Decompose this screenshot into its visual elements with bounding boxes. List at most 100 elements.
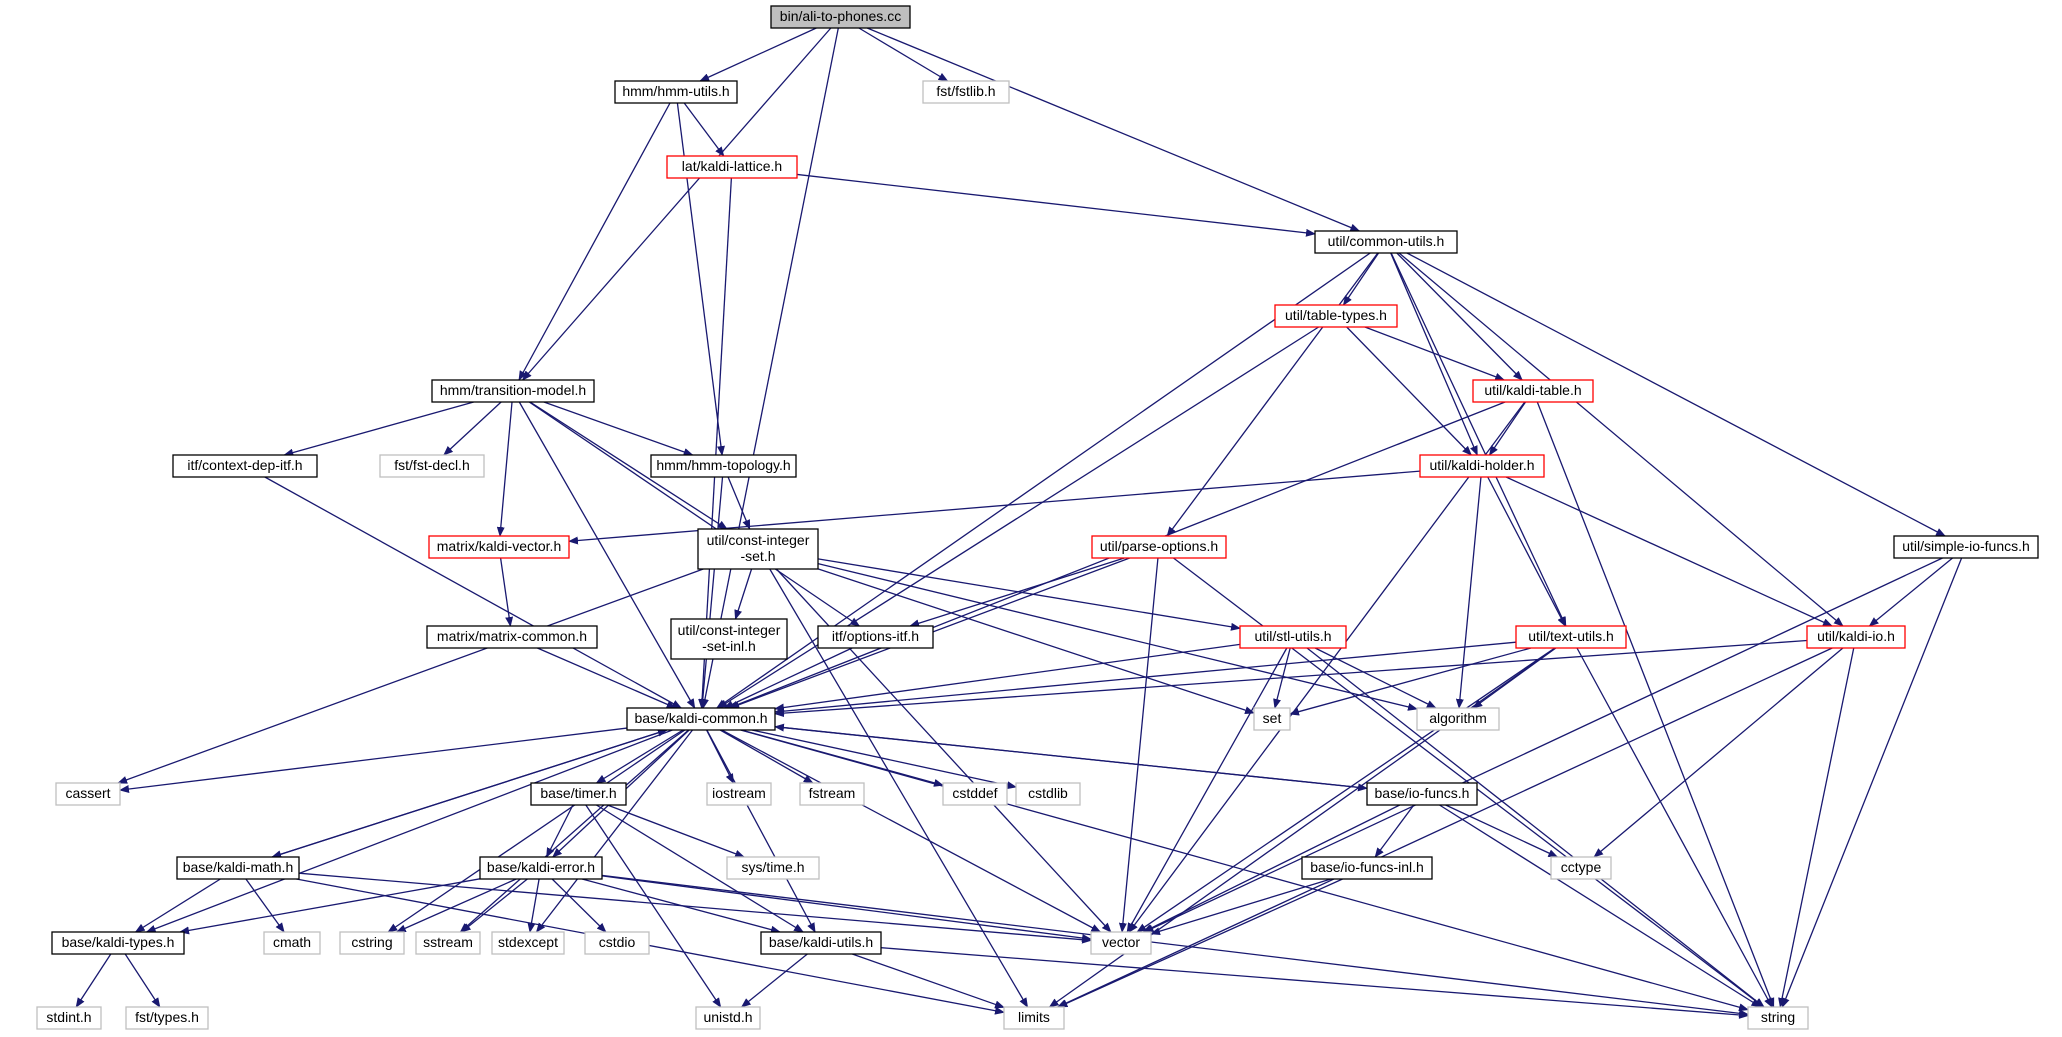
edge-kalditypes-to-stdint — [75, 953, 112, 1008]
node-cstring[interactable]: cstring — [339, 931, 405, 955]
node-latkaldi[interactable]: lat/kaldi-lattice.h — [666, 155, 798, 179]
edge-kaldiio-to-limits — [1056, 647, 1833, 1008]
node-hmmutils[interactable]: hmm/hmm-utils.h — [614, 80, 738, 104]
node-string[interactable]: string — [1747, 1006, 1809, 1030]
edge-textutils-to-kaldicommon — [774, 641, 1517, 716]
edge-kalditable-to-kaldiholder — [1488, 401, 1527, 456]
node-iofuncsinl[interactable]: base/io-funcs-inl.h — [1301, 856, 1433, 880]
node-unistd[interactable]: unistd.h — [695, 1006, 761, 1030]
node-box — [695, 1006, 761, 1030]
node-algorithm[interactable]: algorithm — [1416, 707, 1500, 731]
node-box — [415, 931, 481, 955]
node-box — [1419, 454, 1545, 478]
node-kaldiutils[interactable]: base/kaldi-utils.h — [760, 931, 882, 955]
node-parseopts[interactable]: util/parse-options.h — [1091, 535, 1227, 559]
node-set[interactable]: set — [1253, 707, 1291, 731]
edge-kaldiholder-to-kaldivector — [568, 470, 1421, 545]
node-fsttypes[interactable]: fst/types.h — [125, 1006, 209, 1030]
node-label: sstream — [423, 934, 473, 950]
node-vector[interactable]: vector — [1090, 931, 1152, 955]
edge-commonutils-to-kalditable — [1396, 252, 1523, 381]
node-constintsetinl[interactable]: util/const-integer-set-inl.h — [670, 618, 788, 660]
node-kalditypes[interactable]: base/kaldi-types.h — [51, 931, 185, 955]
node-box — [706, 782, 772, 806]
node-box — [1003, 1006, 1065, 1030]
edge-kaldimath-to-vector — [298, 872, 1092, 944]
node-stdint[interactable]: stdint.h — [36, 1006, 102, 1030]
node-box — [339, 931, 405, 955]
edge-constintset-to-constintsetinl — [734, 568, 753, 620]
edge-constintset-to-limits — [769, 568, 1029, 1008]
node-cstdlib[interactable]: cstdlib — [1015, 782, 1081, 806]
node-kalditable[interactable]: util/kaldi-table.h — [1472, 379, 1594, 403]
node-label: fst/types.h — [135, 1009, 199, 1025]
edge-kaldicommon-to-fstream — [719, 729, 814, 784]
node-cstdio[interactable]: cstdio — [584, 931, 650, 955]
node-commonutils[interactable]: util/common-utils.h — [1314, 230, 1458, 254]
node-label: util/stl-utils.h — [1254, 628, 1331, 644]
node-label: base/timer.h — [540, 785, 616, 801]
node-box — [697, 528, 819, 570]
node-matrixcommon[interactable]: matrix/matrix-common.h — [426, 625, 598, 649]
node-cmath[interactable]: cmath — [263, 931, 321, 955]
node-simpleio[interactable]: util/simple-io-funcs.h — [1893, 535, 2039, 559]
node-kaldierror[interactable]: base/kaldi-error.h — [479, 856, 603, 880]
edge-ctxdep-to-kaldicommon — [264, 476, 683, 709]
edge-iofuncsinl-to-vector — [1150, 878, 1332, 936]
edge-kaldicommon-to-sstream — [459, 729, 690, 933]
node-label: util/text-utils.h — [1528, 628, 1614, 644]
node-sstream[interactable]: sstream — [415, 931, 481, 955]
node-stlutils[interactable]: util/stl-utils.h — [1239, 625, 1347, 649]
edge-parseopts-to-vector — [1118, 557, 1159, 933]
node-label: vector — [1102, 934, 1140, 950]
node-kaldiholder[interactable]: util/kaldi-holder.h — [1419, 454, 1545, 478]
node-hmmtopo[interactable]: hmm/hmm-topology.h — [650, 454, 797, 478]
edge-kaldimath-to-kalditypes — [134, 878, 221, 933]
edge-kaldierror-to-kaldiutils — [581, 878, 781, 934]
node-ali[interactable]: bin/ali-to-phones.cc — [770, 5, 911, 29]
node-tabletypes[interactable]: util/table-types.h — [1274, 304, 1398, 328]
node-kaldivector[interactable]: matrix/kaldi-vector.h — [428, 535, 570, 559]
node-label: fst/fst-decl.h — [394, 457, 469, 473]
node-box — [36, 1006, 102, 1030]
node-optionsitf[interactable]: itf/options-itf.h — [817, 625, 934, 649]
edge-kaldiutils-to-limits — [852, 953, 1005, 1009]
node-cassert[interactable]: cassert — [55, 782, 121, 806]
node-fstdecl[interactable]: fst/fst-decl.h — [379, 454, 485, 478]
node-textutils[interactable]: util/text-utils.h — [1515, 625, 1627, 649]
edge-transmodel-to-kaldicommon — [518, 401, 696, 709]
node-timer[interactable]: base/timer.h — [530, 782, 627, 806]
node-label: util/kaldi-table.h — [1484, 382, 1581, 398]
node-iostream[interactable]: iostream — [706, 782, 772, 806]
node-label: iostream — [712, 785, 766, 801]
node-kaldimath[interactable]: base/kaldi-math.h — [176, 856, 300, 880]
edge-transmodel-to-constintset — [529, 401, 728, 530]
node-box — [1747, 1006, 1809, 1030]
edge-kaldiholder-to-algorithm — [1455, 476, 1482, 709]
node-iofuncs[interactable]: base/io-funcs.h — [1366, 782, 1478, 806]
node-kaldiio[interactable]: util/kaldi-io.h — [1806, 625, 1906, 649]
edge-kaldiio-to-cctype — [1593, 647, 1844, 858]
edge-stlutils-to-string — [1306, 647, 1765, 1008]
node-transmodel[interactable]: hmm/transition-model.h — [431, 379, 595, 403]
node-systime[interactable]: sys/time.h — [726, 856, 820, 880]
node-ctxdep[interactable]: itf/context-dep-itf.h — [172, 454, 318, 478]
node-label: cassert — [65, 785, 110, 801]
node-label: fstream — [809, 785, 856, 801]
node-limits[interactable]: limits — [1003, 1006, 1065, 1030]
edge-kaldicommon-to-kalditypes — [145, 729, 673, 933]
node-box — [626, 707, 776, 731]
node-stdexcept[interactable]: stdexcept — [491, 931, 565, 955]
node-label: base/io-funcs.h — [1375, 785, 1470, 801]
node-box — [479, 856, 603, 880]
node-cstddef[interactable]: cstddef — [942, 782, 1008, 806]
edge-kaldierror-to-string — [601, 874, 1749, 1018]
node-kaldicommon[interactable]: base/kaldi-common.h — [626, 707, 776, 731]
node-fstream[interactable]: fstream — [799, 782, 865, 806]
node-constintset[interactable]: util/const-integer-set.h — [697, 528, 819, 570]
node-cctype[interactable]: cctype — [1550, 856, 1612, 880]
node-fstlib[interactable]: fst/fstlib.h — [922, 80, 1010, 104]
node-label: algorithm — [1429, 710, 1487, 726]
edge-kaldiutils-to-unistd — [740, 953, 808, 1008]
